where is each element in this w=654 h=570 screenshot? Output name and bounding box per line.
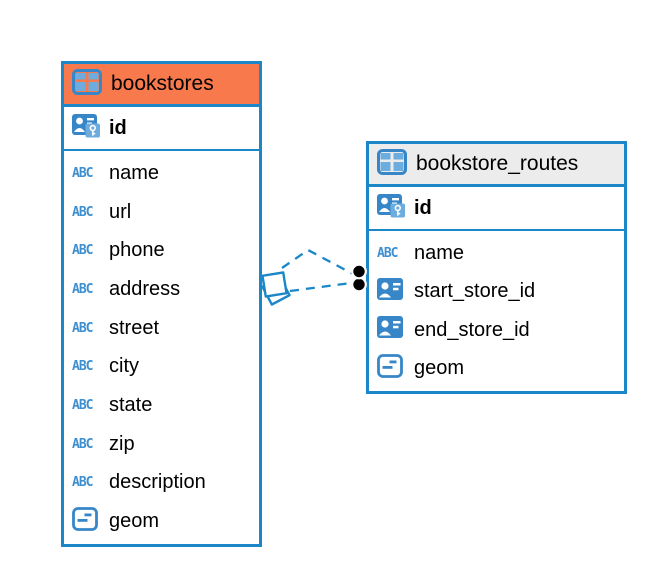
column-row-street[interactable]: ABC street — [72, 313, 259, 343]
relationship-source-marker[interactable] — [261, 271, 291, 306]
target-dot-icon — [351, 263, 367, 280]
table-bookstores-header[interactable]: bookstores — [64, 64, 259, 107]
table-title: bookstore_routes — [416, 152, 579, 175]
table-bookstores[interactable]: bookstores id ABC name ABC url ABC — [61, 61, 262, 547]
column-row-geom[interactable]: geom — [72, 507, 259, 537]
relationship-target-dots[interactable] — [351, 263, 367, 293]
source-square-back-icon — [261, 276, 291, 306]
reference-icon — [377, 277, 403, 300]
text-type-icon: ABC — [72, 165, 94, 181]
column-row-url[interactable]: ABC url — [72, 197, 259, 227]
primary-key-icon — [72, 114, 100, 138]
column-name: name — [109, 161, 160, 184]
text-type-icon: ABC — [72, 320, 94, 336]
source-square-front-icon — [261, 271, 288, 298]
table-title: bookstores — [111, 72, 214, 95]
relationship-line[interactable] — [281, 248, 354, 276]
reference-icon — [377, 316, 403, 339]
column-row-address[interactable]: ABC address — [72, 274, 259, 304]
relationship-line[interactable] — [289, 281, 352, 293]
geometry-type-icon — [377, 354, 403, 379]
column-name: name — [414, 241, 465, 264]
text-type-icon: ABC — [72, 475, 94, 491]
text-type-icon: ABC — [72, 204, 94, 220]
columns-list: ABC name start_store_id end_store_id — [369, 231, 624, 391]
column-name: url — [109, 200, 132, 223]
column-row-city[interactable]: ABC city — [72, 352, 259, 382]
column-row-start-store-id[interactable]: start_store_id — [377, 277, 624, 307]
column-row-id[interactable]: id — [369, 187, 624, 231]
text-type-icon: ABC — [72, 436, 94, 452]
text-type-icon: ABC — [377, 245, 399, 261]
relationship-start-store[interactable] — [281, 248, 354, 276]
column-row-name[interactable]: ABC name — [72, 158, 259, 188]
table-bookstore-routes[interactable]: bookstore_routes id ABC name — [366, 141, 627, 394]
columns-list: ABC name ABC url ABC phone ABC address A… — [64, 151, 259, 544]
column-row-phone[interactable]: ABC phone — [72, 236, 259, 266]
table-bookstore-routes-header[interactable]: bookstore_routes — [369, 144, 624, 187]
column-name: geom — [414, 357, 465, 380]
column-name: phone — [109, 239, 165, 262]
column-name: address — [109, 277, 181, 300]
column-name: state — [109, 393, 153, 416]
column-row-name[interactable]: ABC name — [377, 238, 624, 268]
column-row-geom[interactable]: geom — [377, 354, 624, 384]
column-name: zip — [109, 432, 135, 455]
column-name: id — [414, 196, 432, 219]
column-row-state[interactable]: ABC state — [72, 390, 259, 420]
primary-key-icon — [377, 194, 405, 218]
column-name: id — [109, 116, 127, 139]
column-name: geom — [109, 510, 160, 533]
table-icon — [72, 68, 102, 95]
column-name: end_store_id — [414, 318, 530, 341]
column-row-zip[interactable]: ABC zip — [72, 429, 259, 459]
target-dot-icon — [351, 276, 367, 293]
relationship-end-store[interactable] — [289, 281, 352, 293]
column-row-end-store-id[interactable]: end_store_id — [377, 315, 624, 345]
text-type-icon: ABC — [72, 359, 94, 375]
column-row-id[interactable]: id — [64, 107, 259, 151]
geometry-type-icon — [72, 507, 98, 531]
column-name: city — [109, 355, 139, 378]
column-name: street — [109, 316, 160, 339]
column-row-description[interactable]: ABC description — [72, 468, 259, 498]
column-name: description — [109, 471, 206, 494]
text-type-icon: ABC — [72, 397, 94, 413]
text-type-icon: ABC — [72, 243, 94, 259]
column-name: start_store_id — [414, 280, 536, 303]
text-type-icon: ABC — [72, 281, 94, 297]
table-icon — [377, 148, 407, 175]
